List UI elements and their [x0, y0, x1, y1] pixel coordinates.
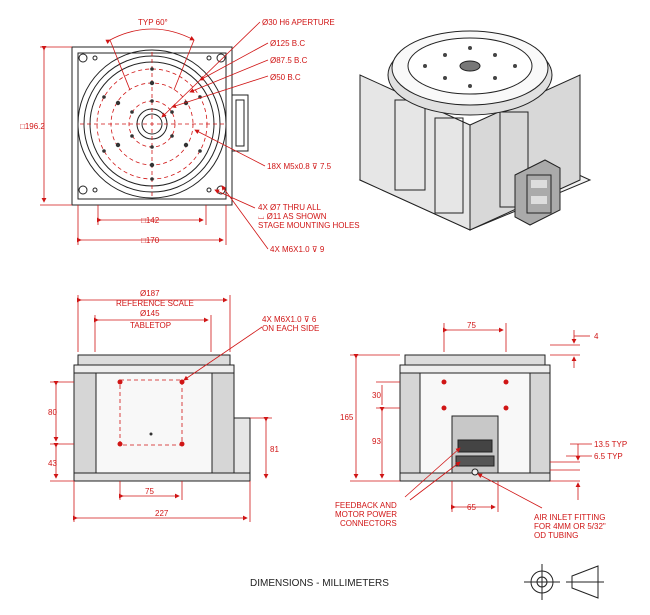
side-view: 75 4 165 30 93 13.5 TYP 6.5 TYP 65 FEEDB… — [335, 321, 627, 540]
side-holes-label-2: ON EACH SIDE — [262, 324, 319, 333]
side-13-5-label: 13.5 TYP — [594, 440, 627, 449]
width-142-label: □142 — [141, 216, 160, 225]
bc-87-label: Ø87.5 B.C — [270, 56, 308, 65]
feedback-label-2: MOTOR POWER — [335, 510, 397, 519]
top-view: TYP 60° Ø30 H6 APERTURE Ø125 B.C Ø87.5 B… — [20, 18, 360, 254]
bc-50-label: Ø50 B.C — [270, 73, 301, 82]
height-81-label: 81 — [270, 445, 279, 454]
tabletop-label: TABLETOP — [130, 321, 171, 330]
typ-angle-label: TYP 60° — [138, 18, 168, 27]
thru-holes-label-2: ⌴ Ø11 AS SHOWN — [258, 212, 327, 221]
width-75-label: 75 — [145, 487, 154, 496]
feedback-label-1: FEEDBACK AND — [335, 501, 397, 510]
tabletop-dia-label: Ø145 — [140, 309, 160, 318]
air-inlet-label-2: FOR 4MM OR 5/32" — [534, 522, 606, 531]
screw-holes-label: 18X M5x0.8 ⊽ 7.5 — [267, 162, 332, 171]
air-inlet-label-3: OD TUBING — [534, 531, 578, 540]
ref-scale-dia-label: Ø187 — [140, 289, 160, 298]
height-43-label: 43 — [48, 459, 57, 468]
width-227-label: 227 — [155, 509, 169, 518]
thru-holes-label-1: 4X Ø7 THRU ALL — [258, 203, 322, 212]
ref-scale-label: REFERENCE SCALE — [116, 299, 194, 308]
width-170-label: □170 — [141, 236, 160, 245]
air-inlet-label-1: AIR INLET FITTING — [534, 513, 605, 522]
bc-125-label: Ø125 B.C — [270, 39, 305, 48]
aperture-label: Ø30 H6 APERTURE — [262, 18, 335, 27]
side-holes-label-1: 4X M6X1.0 ⊽ 6 — [262, 315, 317, 324]
m6-holes-label: 4X M6X1.0 ⊽ 9 — [270, 245, 325, 254]
side-height-30-label: 30 — [372, 391, 381, 400]
dimensions-title: DIMENSIONS - MILLIMETERS — [250, 578, 389, 589]
feedback-label-3: CONNECTORS — [340, 519, 397, 528]
side-width-65-label: 65 — [467, 503, 476, 512]
side-height-93-label: 93 — [372, 437, 381, 446]
side-4-label: 4 — [594, 332, 599, 341]
side-6-5-label: 6.5 TYP — [594, 452, 623, 461]
side-height-165-label: 165 — [340, 413, 354, 422]
front-view: Ø187 REFERENCE SCALE Ø145 TABLETOP 4X M6… — [48, 289, 319, 522]
thru-holes-label-3: STAGE MOUNTING HOLES — [258, 221, 360, 230]
width-196-label: □196.2 — [20, 122, 45, 131]
height-80-label: 80 — [48, 408, 57, 417]
third-angle-projection-icon — [524, 564, 604, 600]
side-width-75-label: 75 — [467, 321, 476, 330]
isometric-view — [358, 30, 592, 231]
